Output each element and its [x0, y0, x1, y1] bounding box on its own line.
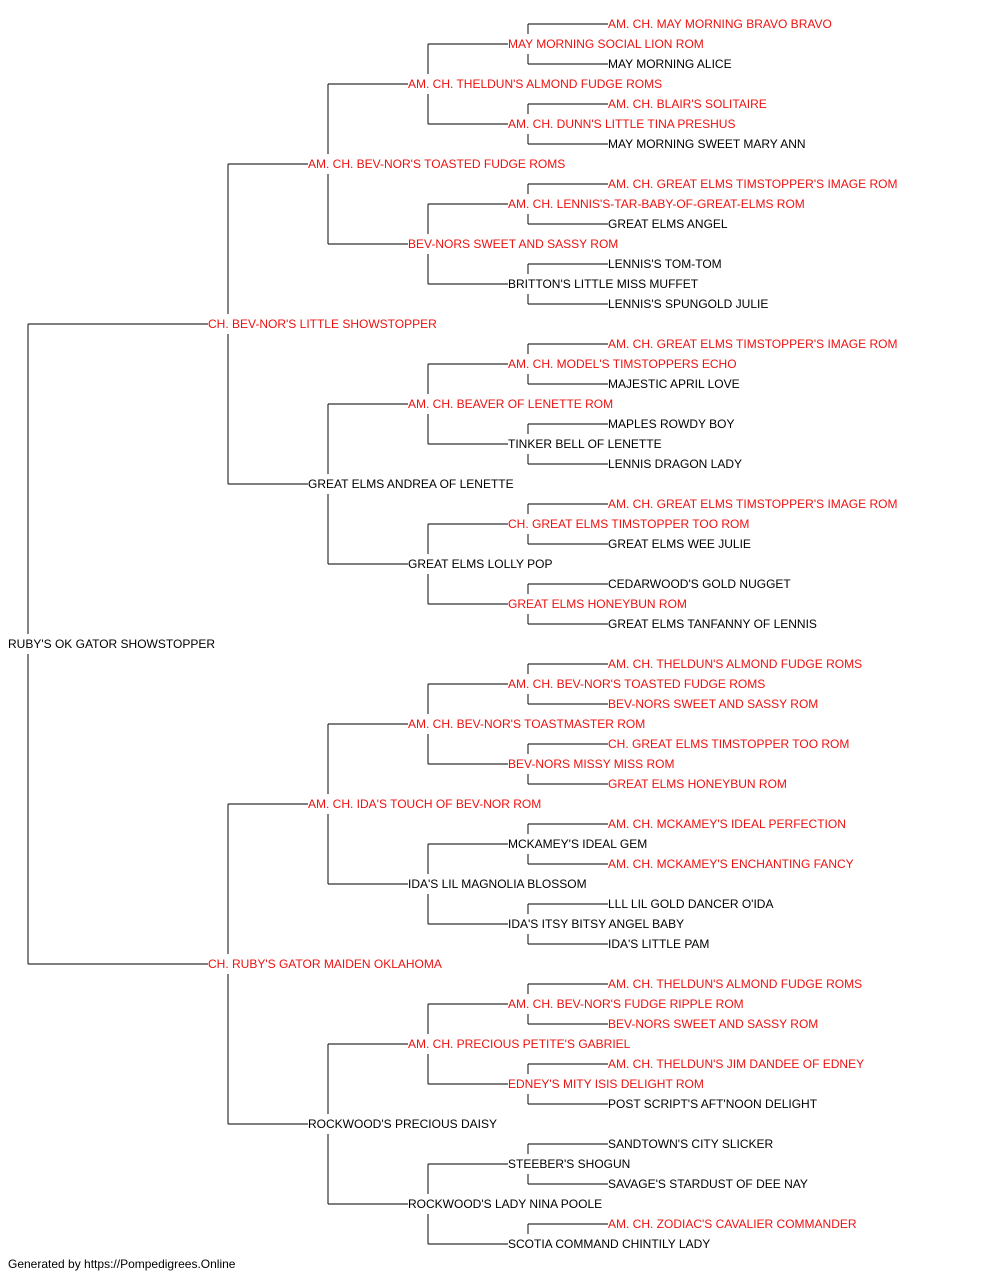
dam-name-gen5: LENNIS'S SPUNGOLD JULIE: [608, 297, 768, 311]
dam-name-gen4: BRITTON'S LITTLE MISS MUFFET: [508, 277, 699, 291]
sire-name-gen3: AM. CH. BEV-NOR'S TOASTMASTER ROM: [408, 717, 645, 731]
dam-name-gen5: AM. CH. MCKAMEY'S ENCHANTING FANCY: [608, 857, 854, 871]
sire-name-gen5: CH. GREAT ELMS TIMSTOPPER TOO ROM: [608, 737, 849, 751]
sire-name-gen5: AM. CH. THELDUN'S ALMOND FUDGE ROMS: [608, 657, 862, 671]
dam-name-gen5: GREAT ELMS WEE JULIE: [608, 537, 751, 551]
sire-name-gen4: STEEBER'S SHOGUN: [508, 1157, 630, 1171]
sire-name-gen4: AM. CH. BEV-NOR'S TOASTED FUDGE ROMS: [508, 677, 765, 691]
dam-name-gen5: BEV-NORS SWEET AND SASSY ROM: [608, 1017, 818, 1031]
dam-name-gen5: LENNIS DRAGON LADY: [608, 457, 742, 471]
sire-name-gen5: AM. CH. GREAT ELMS TIMSTOPPER'S IMAGE RO…: [608, 497, 897, 511]
dam-name-gen4: GREAT ELMS HONEYBUN ROM: [508, 597, 687, 611]
sire-name-gen5: AM. CH. MCKAMEY'S IDEAL PERFECTION: [608, 817, 846, 831]
sire-name-gen4: AM. CH. MODEL'S TIMSTOPPERS ECHO: [508, 357, 737, 371]
sire-name-gen5: AM. CH. BLAIR'S SOLITAIRE: [608, 97, 767, 111]
sire-name-gen5: AM. CH. ZODIAC'S CAVALIER COMMANDER: [608, 1217, 857, 1231]
dam-name-gen3: GREAT ELMS LOLLY POP: [408, 557, 553, 571]
footer-credit: Generated by https://Pompedigrees.Online: [8, 1257, 236, 1271]
sire-name-gen5: MAPLES ROWDY BOY: [608, 417, 734, 431]
dam-name-gen3: ROCKWOOD'S LADY NINA POOLE: [408, 1197, 602, 1211]
dam-name-gen3: IDA'S LIL MAGNOLIA BLOSSOM: [408, 877, 587, 891]
sire-name-gen5: LLL LIL GOLD DANCER O'IDA: [608, 897, 773, 911]
dam-name-gen4: TINKER BELL OF LENETTE: [508, 437, 662, 451]
sire-name-gen5: SANDTOWN'S CITY SLICKER: [608, 1137, 774, 1151]
dam-name-gen5: POST SCRIPT'S AFT'NOON DELIGHT: [608, 1097, 818, 1111]
pedigree-tree: RUBY'S OK GATOR SHOWSTOPPER CH. BEV-NOR'S…: [8, 17, 897, 1250]
sire-name-gen4: AM. CH. BEV-NOR'S FUDGE RIPPLE ROM: [508, 997, 744, 1011]
dam-name-gen5: IDA'S LITTLE PAM: [608, 937, 709, 951]
dam-name-gen5: GREAT ELMS ANGEL: [608, 217, 728, 231]
dam-name-gen5: MAY MORNING SWEET MARY ANN: [608, 137, 806, 151]
dam-name-gen2: ROCKWOOD'S PRECIOUS DAISY: [308, 1117, 497, 1131]
sire-name-gen4: AM. CH. LENNIS'S-TAR-BABY-OF-GREAT-ELMS …: [508, 197, 805, 211]
dam-name-gen5: GREAT ELMS TANFANNY OF LENNIS: [608, 617, 817, 631]
sire-name-gen3: AM. CH. PRECIOUS PETITE'S GABRIEL: [408, 1037, 631, 1051]
dam-name-gen5: MAY MORNING ALICE: [608, 57, 732, 71]
dam-name-gen4: BEV-NORS MISSY MISS ROM: [508, 757, 674, 771]
sire-name-gen5: AM. CH. THELDUN'S ALMOND FUDGE ROMS: [608, 977, 862, 991]
dam-name-gen2: GREAT ELMS ANDREA OF LENETTE: [308, 477, 514, 491]
sire-name-gen5: AM. CH. MAY MORNING BRAVO BRAVO: [608, 17, 832, 31]
dam-name-gen4: EDNEY'S MITY ISIS DELIGHT ROM: [508, 1077, 704, 1091]
dam-name-gen5: MAJESTIC APRIL LOVE: [608, 377, 740, 391]
dam-name-gen5: BEV-NORS SWEET AND SASSY ROM: [608, 697, 818, 711]
dam-name-gen1: CH. RUBY'S GATOR MAIDEN OKLAHOMA: [208, 957, 442, 971]
dam-name-gen4: SCOTIA COMMAND CHINTILY LADY: [508, 1237, 710, 1250]
sire-name-gen4: CH. GREAT ELMS TIMSTOPPER TOO ROM: [508, 517, 749, 531]
dam-name-gen5: SAVAGE'S STARDUST OF DEE NAY: [608, 1177, 808, 1191]
sire-name-gen5: AM. CH. GREAT ELMS TIMSTOPPER'S IMAGE RO…: [608, 337, 897, 351]
dam-name-gen4: IDA'S ITSY BITSY ANGEL BABY: [508, 917, 684, 931]
sire-name-gen4: MAY MORNING SOCIAL LION ROM: [508, 37, 704, 51]
sire-name-gen2: AM. CH. BEV-NOR'S TOASTED FUDGE ROMS: [308, 157, 565, 171]
dam-name-gen3: BEV-NORS SWEET AND SASSY ROM: [408, 237, 618, 251]
sire-name-gen1: CH. BEV-NOR'S LITTLE SHOWSTOPPER: [208, 317, 437, 331]
sire-name-gen5: AM. CH. GREAT ELMS TIMSTOPPER'S IMAGE RO…: [608, 177, 897, 191]
dam-name-gen4: AM. CH. DUNN'S LITTLE TINA PRESHUS: [508, 117, 735, 131]
dam-name-gen5: GREAT ELMS HONEYBUN ROM: [608, 777, 787, 791]
sire-name-gen5: LENNIS'S TOM-TOM: [608, 257, 722, 271]
sire-name-gen5: CEDARWOOD'S GOLD NUGGET: [608, 577, 791, 591]
subject-name-gen0: RUBY'S OK GATOR SHOWSTOPPER: [8, 637, 215, 651]
sire-name-gen5: AM. CH. THELDUN'S JIM DANDEE OF EDNEY: [608, 1057, 864, 1071]
sire-name-gen4: MCKAMEY'S IDEAL GEM: [508, 837, 647, 851]
sire-name-gen3: AM. CH. BEAVER OF LENETTE ROM: [408, 397, 613, 411]
sire-name-gen2: AM. CH. IDA'S TOUCH OF BEV-NOR ROM: [308, 797, 541, 811]
sire-name-gen3: AM. CH. THELDUN'S ALMOND FUDGE ROMS: [408, 77, 662, 91]
